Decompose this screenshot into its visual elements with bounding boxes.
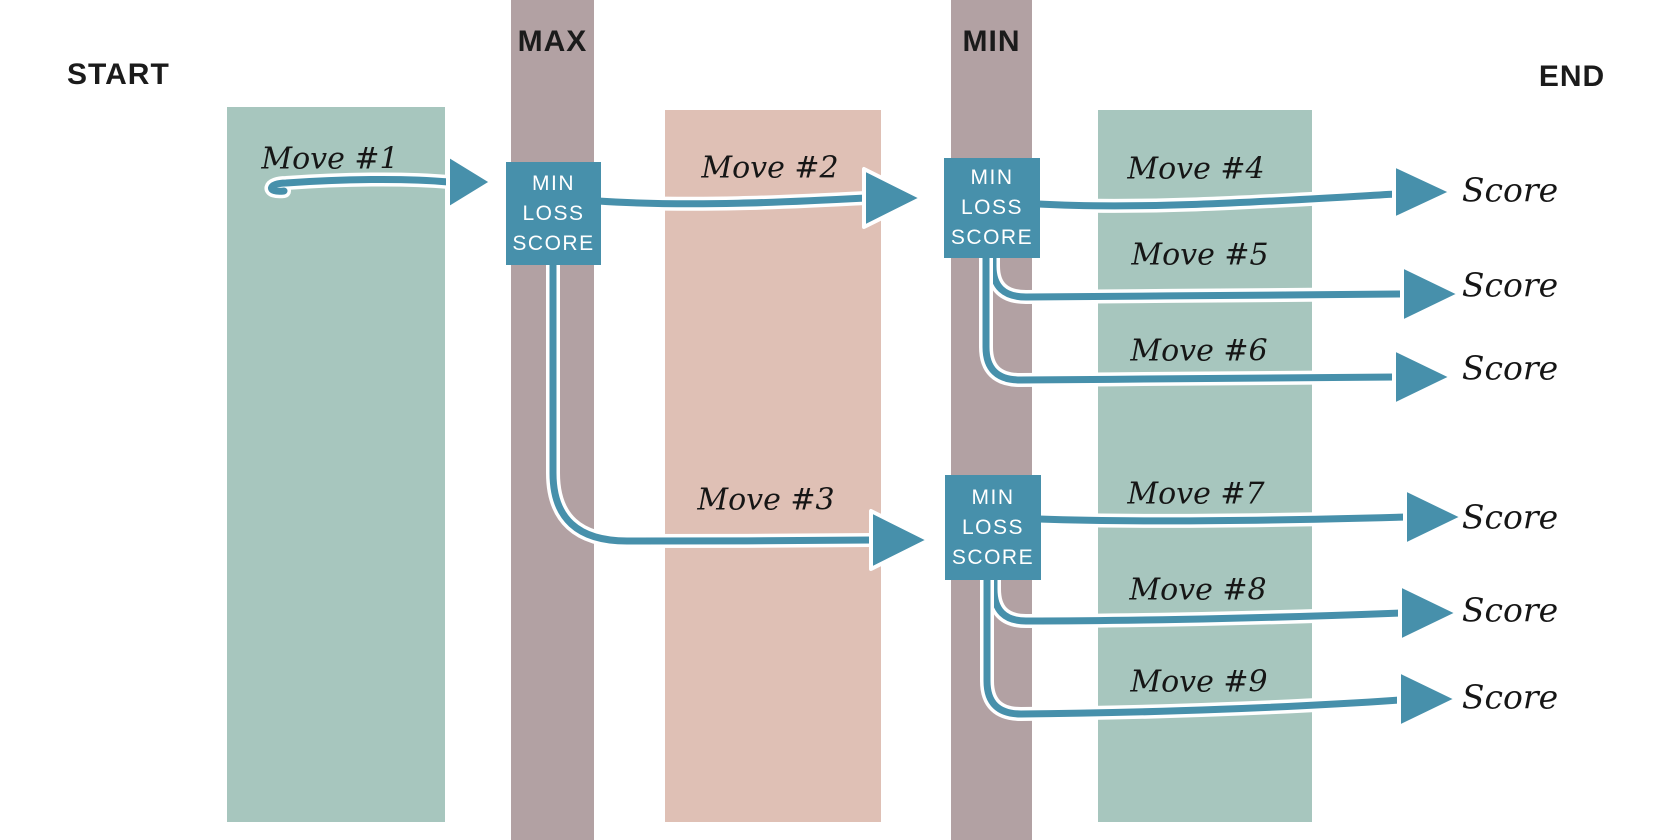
score-label-2: Score <box>1461 265 1559 305</box>
arrow-move-4 <box>1031 163 1454 221</box>
min-loss-score-box-2: MIN LOSS SCORE <box>944 158 1040 258</box>
box-line: SCORE <box>951 545 1035 569</box>
box-line: LOSS <box>522 201 585 225</box>
arrow-move-7 <box>1032 487 1465 547</box>
box-line: MIN <box>532 171 575 195</box>
score-label-6: Score <box>1461 677 1559 717</box>
box-line: LOSS <box>960 196 1024 219</box>
score-label-3: Score <box>1461 348 1559 388</box>
score-label-1: Score <box>1461 170 1559 210</box>
move-band-level2 <box>665 110 881 822</box>
move-label-9: Move #9 <box>1130 664 1268 700</box>
arrow-move-8 <box>987 568 1460 643</box>
move-band-level1 <box>227 107 445 822</box>
min-loss-score-box-1: MIN LOSS SCORE <box>506 162 601 265</box>
score-label-5: Score <box>1461 590 1559 630</box>
move-label-6: Move #6 <box>1130 333 1268 369</box>
move-label-5: Move #5 <box>1131 237 1269 273</box>
move-label-2: Move #2 <box>701 150 839 186</box>
end-label: END <box>1538 60 1606 93</box>
move-label-3: Move #3 <box>697 482 835 518</box>
move-label-4: Move #4 <box>1127 151 1265 187</box>
arrow-move-5 <box>986 245 1462 324</box>
min-loss-score-box-3: MIN LOSS SCORE <box>945 475 1041 580</box>
arrow-move-2 <box>591 167 924 229</box>
arrow-move-9 <box>980 568 1459 729</box>
arrow-move-1 <box>264 153 494 211</box>
move-label-8: Move #8 <box>1129 572 1267 608</box>
arrow-move-3 <box>546 251 931 571</box>
max-label: MAX <box>517 25 588 58</box>
box-line: LOSS <box>961 515 1025 539</box>
box-line: SCORE <box>950 226 1034 249</box>
box-line: MIN <box>970 166 1014 189</box>
box-line: SCORE <box>512 231 595 255</box>
box-line: MIN <box>971 485 1015 509</box>
score-label-4: Score <box>1461 497 1559 537</box>
min-label: MIN <box>962 25 1021 58</box>
move-label-7: Move #7 <box>1127 476 1265 512</box>
start-label: START <box>67 58 170 91</box>
move-label-1: Move #1 <box>261 141 399 177</box>
arrow-move-6 <box>979 245 1454 407</box>
